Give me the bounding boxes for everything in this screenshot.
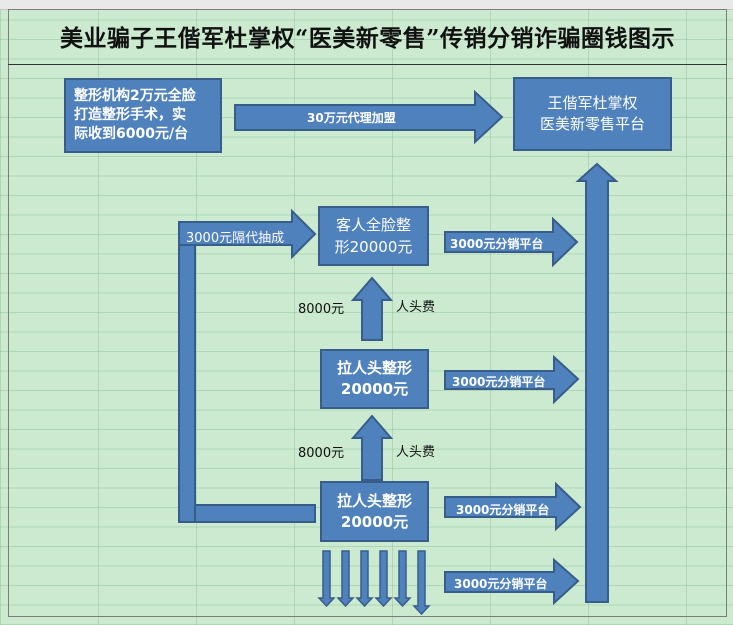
- platform-text: 王偕军杜掌权 医美新零售平台: [539, 94, 645, 133]
- recruit-text-2: 拉人头整形 20000元: [336, 491, 412, 531]
- dist-arrow-2: [444, 354, 580, 405]
- customer-text: 客人全脸整 形20000元: [334, 216, 413, 256]
- grand-cut-bottom-bar: [194, 504, 316, 523]
- recruit-box-1: 拉人头整形 20000元: [320, 349, 429, 409]
- agency-fee-arrow: [234, 89, 504, 145]
- agency-fee-label: 30万元代理加盟: [307, 111, 396, 125]
- recruit-box-2: 拉人头整形 20000元: [320, 481, 429, 542]
- downline-arrows: [317, 550, 431, 616]
- dist-arrow-4: [444, 557, 580, 606]
- dist-label-2: 3000元分销平台: [452, 375, 546, 389]
- grand-cut-label: 3000元隔代抽成: [186, 231, 285, 246]
- recruit-up-arrow-1: [350, 276, 394, 341]
- beauty-clinic-text: 整形机构2万元全脸 打造整形手术，实 际收到6000元/台: [74, 88, 196, 142]
- recruit-up-arrow-2: [350, 414, 394, 481]
- dist-label-4: 3000元分销平台: [454, 577, 548, 591]
- grand-cut-arrow: [178, 208, 317, 260]
- beauty-clinic-box: 整形机构2万元全脸 打造整形手术，实 际收到6000元/台: [64, 78, 222, 153]
- grand-cut-vertical-bar: [178, 221, 196, 523]
- head-fee-label-1: 人头费: [396, 300, 436, 315]
- customer-box: 客人全脸整 形20000元: [318, 206, 429, 266]
- amount-label-2: 8000元: [298, 446, 345, 461]
- platform-inflow-arrow: [575, 162, 619, 603]
- title-underline: [8, 64, 727, 65]
- amount-label-1: 8000元: [298, 302, 345, 317]
- head-fee-label-2: 人头费: [396, 445, 436, 460]
- platform-box: 王偕军杜掌权 医美新零售平台: [513, 77, 672, 151]
- diagram-frame: [8, 9, 727, 617]
- dist-label-3: 3000元分销平台: [456, 503, 550, 517]
- dist-arrow-3: [444, 481, 582, 532]
- dist-arrow-1: [444, 216, 579, 268]
- diagram-title: 美业骗子王偕军杜掌权“医美新零售”传销分销诈骗圈钱图示: [60, 25, 675, 52]
- recruit-text-1: 拉人头整形 20000元: [336, 359, 412, 398]
- dist-label-1: 3000元分销平台: [450, 237, 544, 251]
